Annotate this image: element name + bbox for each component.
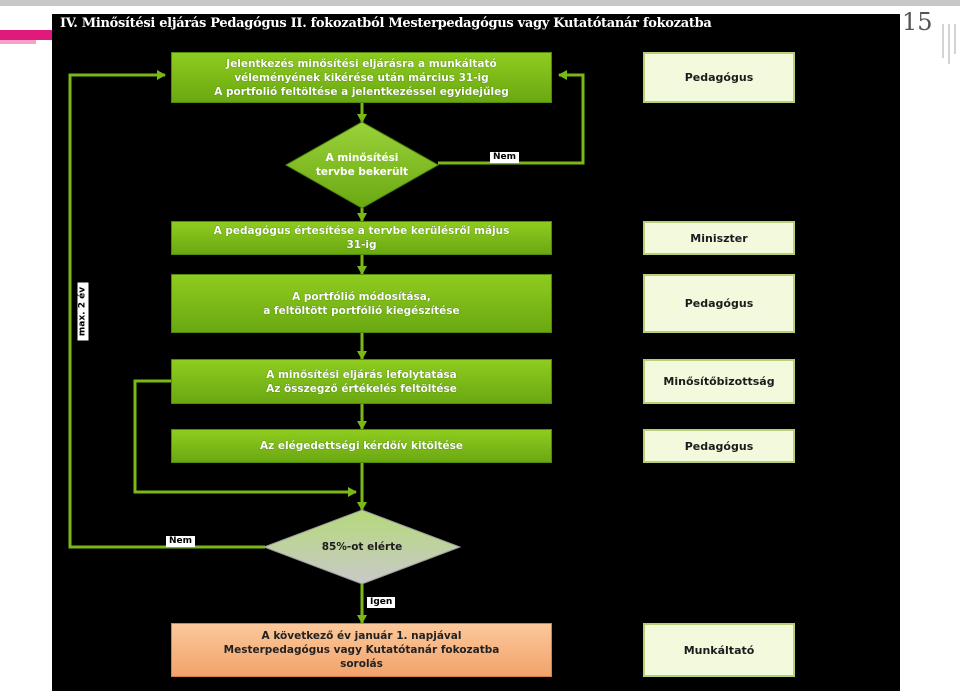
- slide-title: IV. Minősítési eljárás Pedagógus II. fok…: [60, 16, 712, 31]
- step-3-text: A portfólió módosítása, a feltöltött por…: [263, 290, 460, 317]
- diagram-panel: [52, 14, 900, 691]
- final-step-text: A következő év január 1. napjával Mester…: [223, 630, 500, 670]
- role-box-3: Pedagógus: [643, 274, 795, 333]
- decision-1-shape: [284, 121, 440, 209]
- page-number: 15: [902, 8, 933, 36]
- role-box-2: Miniszter: [643, 221, 795, 255]
- step-1-text: Jelentkezés minősítési eljárásra a munká…: [214, 57, 509, 98]
- step-3-box: A portfólió módosítása, a feltöltött por…: [171, 274, 552, 333]
- final-step-box: A következő év január 1. napjával Mester…: [171, 623, 552, 677]
- step-1-box: Jelentkezés minősítési eljárásra a munká…: [171, 52, 552, 103]
- arrow-decision2-no-loop: [68, 70, 265, 549]
- edge-label-no-2: Nem: [166, 536, 196, 547]
- step-4-text: A minősítési eljárás lefolytatása Az öss…: [266, 368, 457, 395]
- edge-label-max-duration: max. 2 év: [77, 282, 89, 341]
- step-4-box: A minősítési eljárás lefolytatása Az öss…: [171, 359, 552, 404]
- arrow-decision1-no-loop: [438, 70, 585, 165]
- edge-label-no-1: Nem: [490, 152, 520, 163]
- arrow-step4-bypass: [133, 379, 357, 497]
- role-box-1: Pedagógus: [643, 52, 795, 103]
- step-2-text: A pedagógus értesítése a tervbe kerülésr…: [213, 225, 510, 251]
- pink-accent-bar: [0, 30, 52, 40]
- step-5-text: Az elégedettségi kérdőív kitöltése: [260, 440, 463, 452]
- step-5-box: Az elégedettségi kérdőív kitöltése: [171, 429, 552, 463]
- decision-2-shape: [262, 509, 462, 585]
- top-gray-bar: [0, 0, 960, 6]
- step-2-box: A pedagógus értesítése a tervbe kerülésr…: [171, 221, 552, 255]
- role-box-4: Minősítőbizottság: [643, 359, 795, 404]
- role-box-5: Pedagógus: [643, 429, 795, 463]
- edge-label-yes: Igen: [367, 597, 396, 608]
- decision-2-label: 85%-ot elérte: [321, 541, 403, 553]
- role-box-6: Munkáltató: [643, 623, 795, 677]
- decorative-lines: [900, 24, 960, 64]
- pink-accent-bar-light: [0, 40, 36, 44]
- decision-1-label: A minősítési tervbe bekerült: [315, 152, 409, 178]
